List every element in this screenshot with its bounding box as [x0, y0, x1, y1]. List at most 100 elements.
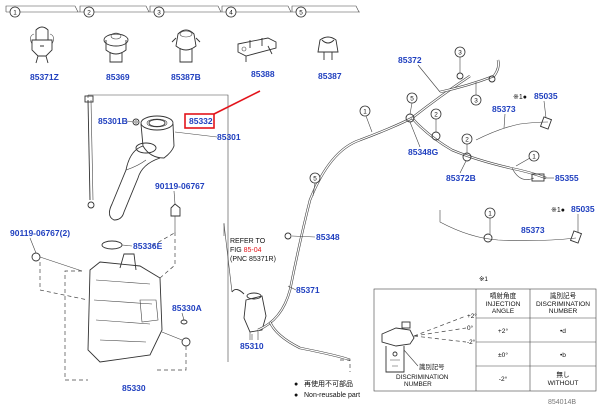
angle-label-plus2: +2° — [467, 312, 477, 320]
col1-header-en-2: ANGLE — [492, 308, 515, 315]
row3-angle: -2° — [499, 375, 508, 383]
legend-jp: 再使用不可部品 — [304, 379, 353, 388]
mark-1-upper: ※1● — [513, 94, 527, 101]
refer-line-1: REFER TO — [230, 238, 266, 245]
part-85301[interactable]: 85301 — [217, 132, 241, 142]
col1-header-jp: 噴射角度 — [490, 291, 517, 300]
header-item-index: 3 — [157, 9, 161, 16]
header-item-part-number[interactable]: 85369 — [106, 72, 130, 82]
ref-circle — [454, 46, 466, 58]
ref-circle-label: 1 — [532, 153, 536, 160]
row1-mark: •d — [560, 328, 566, 335]
ref-circle-label: 5 — [313, 175, 317, 182]
part-85372b[interactable]: 85372B — [446, 173, 476, 183]
header-item-part-number[interactable]: 85387B — [171, 72, 201, 82]
refer-line-2: FIG 85-04 — [230, 247, 262, 254]
grommet-85369-drawing — [103, 32, 129, 63]
disc-label-jp: 識別記号 — [419, 362, 445, 371]
figure-id: 854014B — [548, 399, 576, 406]
filler-neck-drawing — [109, 115, 175, 221]
header-strip: 1 85371Z 2 85369 3 85387B 4 85388 5 8538… — [5, 5, 360, 82]
callouts: 85372 85332 85301B 85301 90119-06767 901… — [10, 55, 595, 393]
disc-label-en-1: DISCRIMINATION — [396, 374, 449, 381]
refer-fig-link: 85-04 — [244, 247, 262, 254]
col2-header-en-1: DISCRIMINATION — [536, 301, 590, 308]
reservoir-assembly-frame — [87, 94, 229, 362]
part-85301b[interactable]: 85301B — [98, 116, 128, 126]
level-gauge-drawing — [84, 95, 95, 209]
part-85336e[interactable]: 85336E — [133, 241, 163, 251]
refer-line-3: (PNC 85371R) — [230, 256, 276, 263]
highlight-85332[interactable] — [184, 90, 261, 129]
col2-header-en-2: NUMBER — [549, 308, 578, 315]
clip-85387b-drawing — [171, 29, 201, 63]
disc-label-en-2: NUMBER — [404, 381, 432, 388]
header-item-3[interactable]: 3 85387B — [149, 5, 222, 82]
bolt-90119-top-drawing — [170, 203, 181, 232]
clamp-85388-drawing — [237, 37, 277, 62]
header-item-5[interactable]: 5 85387 — [291, 5, 360, 81]
part-90119-06767[interactable]: 90119-06767 — [155, 181, 205, 191]
ref-circle — [406, 92, 418, 104]
header-item-1[interactable]: 1 85371Z — [5, 5, 79, 82]
part-85330[interactable]: 85330 — [122, 383, 146, 393]
col2-header-jp: 識別記号 — [550, 291, 577, 300]
header-item-part-number[interactable]: 85388 — [251, 69, 275, 79]
header-item-4[interactable]: 4 85388 — [221, 5, 292, 79]
header-item-part-number[interactable]: 85371Z — [30, 72, 59, 82]
mark-1-lower: ※1● — [551, 207, 565, 214]
col1-header-en-1: INJECTION — [486, 301, 521, 308]
part-85035-upper[interactable]: 85035 — [534, 91, 558, 101]
ref-circle-label: 1 — [488, 210, 492, 217]
ref-circle — [484, 207, 496, 219]
ref-circle — [528, 150, 540, 162]
angle-label-0: 0° — [467, 324, 474, 332]
part-85332[interactable]: 85332 — [189, 116, 213, 126]
ref-circle-label: 3 — [474, 97, 478, 104]
ref-circle — [359, 105, 371, 117]
row2-mark: •b — [560, 352, 566, 359]
part-85310[interactable]: 85310 — [240, 341, 264, 351]
part-85348g[interactable]: 85348G — [408, 147, 439, 157]
header-item-2[interactable]: 2 85369 — [79, 5, 150, 82]
header-item-index: 2 — [87, 9, 91, 16]
legend: ● 再使用不可部品 ● Non-reusable part — [294, 379, 360, 399]
table-mark: ※1 — [479, 276, 488, 283]
legend-bullet-1: ● — [294, 381, 298, 388]
clip-85371z-drawing — [30, 26, 54, 64]
legend-en: Non-reusable part — [304, 392, 360, 399]
row1-angle: +2° — [498, 327, 509, 335]
header-item-index: 4 — [229, 9, 233, 16]
injection-angle-table: ※1 噴射角度 INJECTION ANGLE 識別記号 DISCRIMINAT… — [373, 276, 597, 392]
hose-routing — [257, 59, 583, 372]
ref-circle-label: 1 — [363, 108, 367, 115]
part-85035-lower[interactable]: 85035 — [571, 204, 595, 214]
part-85348[interactable]: 85348 — [316, 232, 340, 242]
row3-mark-jp: 無し — [556, 370, 569, 379]
header-item-part-number[interactable]: 85387 — [318, 71, 342, 81]
part-85371[interactable]: 85371 — [296, 285, 320, 295]
ref-circle — [470, 94, 482, 106]
ref-circle-label: 2 — [434, 111, 438, 118]
ref-circle — [430, 108, 442, 120]
ref-circle-label: 3 — [458, 49, 462, 56]
hose-circle-refs: 5 3 3 2 2 1 1 5 1 — [309, 46, 540, 234]
washer-tank-drawing — [87, 240, 191, 363]
bolt-90119-left-drawing — [31, 252, 83, 272]
row3-mark-en: WITHOUT — [548, 380, 579, 387]
part-85373-lower[interactable]: 85373 — [521, 225, 545, 235]
header-item-index: 5 — [299, 9, 303, 16]
ref-circle-label: 2 — [465, 136, 469, 143]
part-85372[interactable]: 85372 — [398, 55, 422, 65]
ref-circle — [461, 133, 473, 145]
part-85330a[interactable]: 85330A — [172, 303, 202, 313]
dashed-guides — [39, 231, 187, 381]
part-85373-upper[interactable]: 85373 — [492, 104, 516, 114]
part-90119-06767-2[interactable]: 90119-06767(2) — [10, 228, 70, 238]
clip-85387-drawing — [317, 36, 339, 60]
refer-note: REFER TO FIG 85-04 (PNC 85371R) — [223, 223, 276, 263]
part-85355[interactable]: 85355 — [555, 173, 579, 183]
row2-angle: ±0° — [498, 351, 508, 359]
ref-circle-label: 5 — [410, 95, 414, 102]
